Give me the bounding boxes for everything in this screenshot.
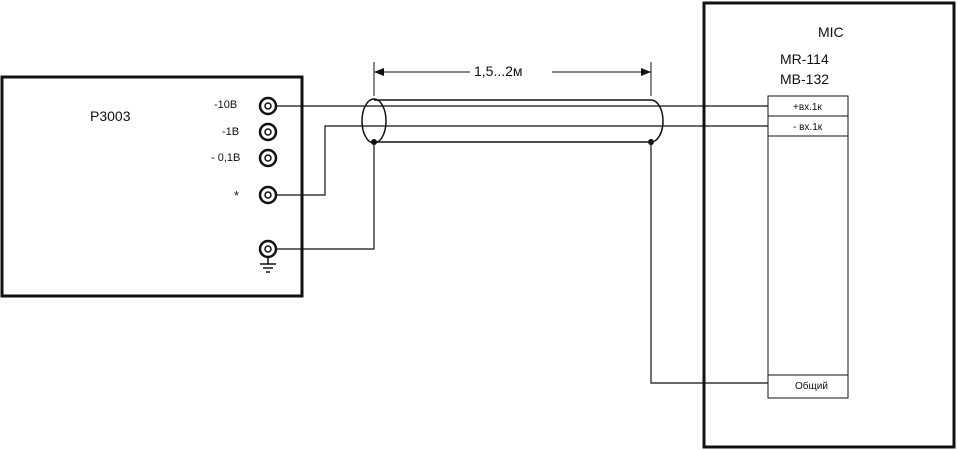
ground-icon [260,257,276,273]
input-plus-label: +вх.1к [793,102,822,113]
shielded-cable [361,98,768,144]
terminal-label-1v: -1В [222,126,239,138]
input-common-label: Общий [795,380,828,392]
module-mr-114: MR-114 [780,51,829,67]
input-minus-label: - вх.1к [793,122,823,133]
terminal-10v [258,96,278,116]
source-device-box [0,75,304,298]
cable-length-dimension [373,62,652,96]
shield-junction-left [371,139,377,145]
common-wire [650,142,768,384]
target-device-box [702,1,956,449]
terminal-label-star: * [234,188,239,203]
source-device-name: Р3003 [90,108,131,124]
cable-length-label: 1,5...2м [474,63,523,79]
terminal-label-10v: -10В [214,99,237,111]
terminal-label-01v: - 0,1В [211,152,240,164]
terminal-ground [258,239,278,259]
target-device-name: MIC [818,24,844,40]
terminal-star [258,185,278,205]
module-mb-132: MB-132 [780,71,829,87]
terminal-strip [767,95,849,399]
terminal-1v [258,122,278,142]
terminal-01v [258,148,278,168]
source-wires [276,105,380,250]
